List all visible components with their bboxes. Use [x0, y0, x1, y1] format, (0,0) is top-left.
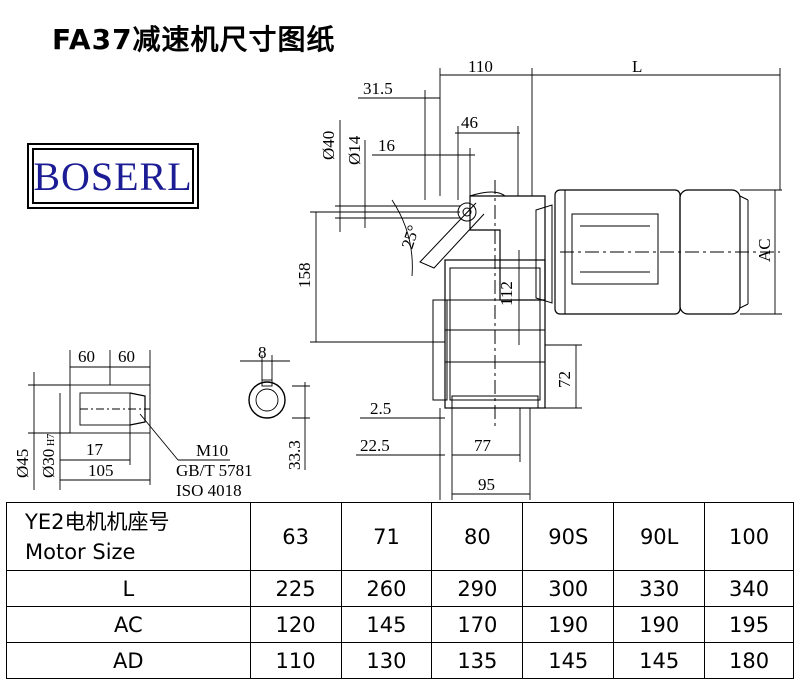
technical-drawing: 110 L 31.5 46 16 Ø40 Ø14 25° 158 112 72 … [13, 57, 782, 500]
table-cell: 225 [249, 570, 342, 607]
table-cell: 110 [249, 642, 342, 679]
size-cell: 63 [249, 502, 342, 571]
table-cell: 145 [340, 606, 433, 643]
dim-2-5: 2.5 [370, 399, 391, 418]
row-label-AC: AC [6, 606, 251, 643]
dim-112: 112 [497, 281, 516, 306]
table-cell: 145 [613, 642, 706, 679]
logo-text: BOSERL [33, 153, 193, 199]
dim-dia-40: Ø40 [319, 131, 338, 160]
size-cell: 100 [704, 502, 794, 571]
bolt-standard-gb: GB/T 5781 [176, 461, 253, 480]
table-cell: 330 [613, 570, 706, 607]
table-cell: 290 [431, 570, 524, 607]
dim-17: 17 [86, 440, 104, 459]
dim-dia-30-tolerance: H7 [46, 434, 57, 446]
table-cell: 120 [249, 606, 342, 643]
bolt-standard-iso: ISO 4018 [176, 481, 242, 500]
table-cell: 190 [522, 606, 615, 643]
table-cell: 340 [704, 570, 794, 607]
table-cell: 260 [340, 570, 433, 607]
dim-8: 8 [258, 343, 267, 362]
dim-dia-45: Ø45 [13, 449, 32, 478]
dim-33-3: 33.3 [285, 440, 304, 470]
header-label-cn: YE2电机机座号 [25, 509, 170, 534]
size-cell: 90L [613, 502, 706, 571]
table-cell: 130 [340, 642, 433, 679]
dim-L: L [632, 57, 642, 76]
table-row: AC 120 145 170 190 190 195 [6, 606, 794, 643]
row-label-AD: AD [6, 642, 251, 679]
dim-22-5: 22.5 [360, 436, 390, 455]
table-cell: 170 [431, 606, 524, 643]
dim-158: 158 [295, 263, 314, 289]
dim-110: 110 [468, 57, 493, 76]
table-cell: 135 [431, 642, 524, 679]
table-header-label: YE2电机机座号 Motor Size [6, 502, 251, 571]
table-cell: 190 [613, 606, 706, 643]
shaft-cross-section [240, 355, 310, 470]
page-title: FA37减速机尺寸图纸 [52, 23, 336, 56]
table-row: AD 110 130 135 145 145 180 [6, 642, 794, 679]
dim-95: 95 [478, 475, 495, 494]
motor-size-table: YE2电机机座号 Motor Size 63 71 80 90S 90L 100… [6, 502, 794, 679]
dim-dia-14: Ø14 [345, 135, 364, 165]
gearbox-housing [419, 180, 780, 430]
table-cell: 145 [522, 642, 615, 679]
row-label-L: L [6, 570, 251, 607]
dim-46: 46 [461, 113, 478, 132]
table-cell: 180 [704, 642, 794, 679]
bolt-m10: M10 [196, 441, 228, 460]
size-cell: 90S [522, 502, 615, 571]
table-row: L 225 260 290 300 330 340 [6, 570, 794, 607]
dim-16: 16 [378, 136, 395, 155]
table-header-row: YE2电机机座号 Motor Size 63 71 80 90S 90L 100 [6, 502, 794, 571]
dimension-lines [310, 68, 782, 500]
header-label-en: Motor Size [25, 539, 136, 564]
dim-31-5: 31.5 [363, 79, 393, 98]
dim-105: 105 [88, 461, 114, 480]
brand-logo: BOSERL [27, 143, 199, 209]
size-cell: 71 [340, 502, 433, 571]
dim-dia-30: Ø30 [39, 449, 58, 478]
table-cell: 195 [704, 606, 794, 643]
dim-60-right: 60 [118, 347, 135, 366]
size-cell: 80 [431, 502, 524, 571]
table-cell: 300 [522, 570, 615, 607]
dim-72: 72 [555, 371, 574, 388]
dim-77: 77 [474, 436, 492, 455]
dim-angle-25: 25° [398, 223, 423, 252]
dim-AC: AC [755, 238, 774, 262]
hollow-shaft-detail [28, 350, 230, 490]
dim-60-left: 60 [78, 347, 95, 366]
